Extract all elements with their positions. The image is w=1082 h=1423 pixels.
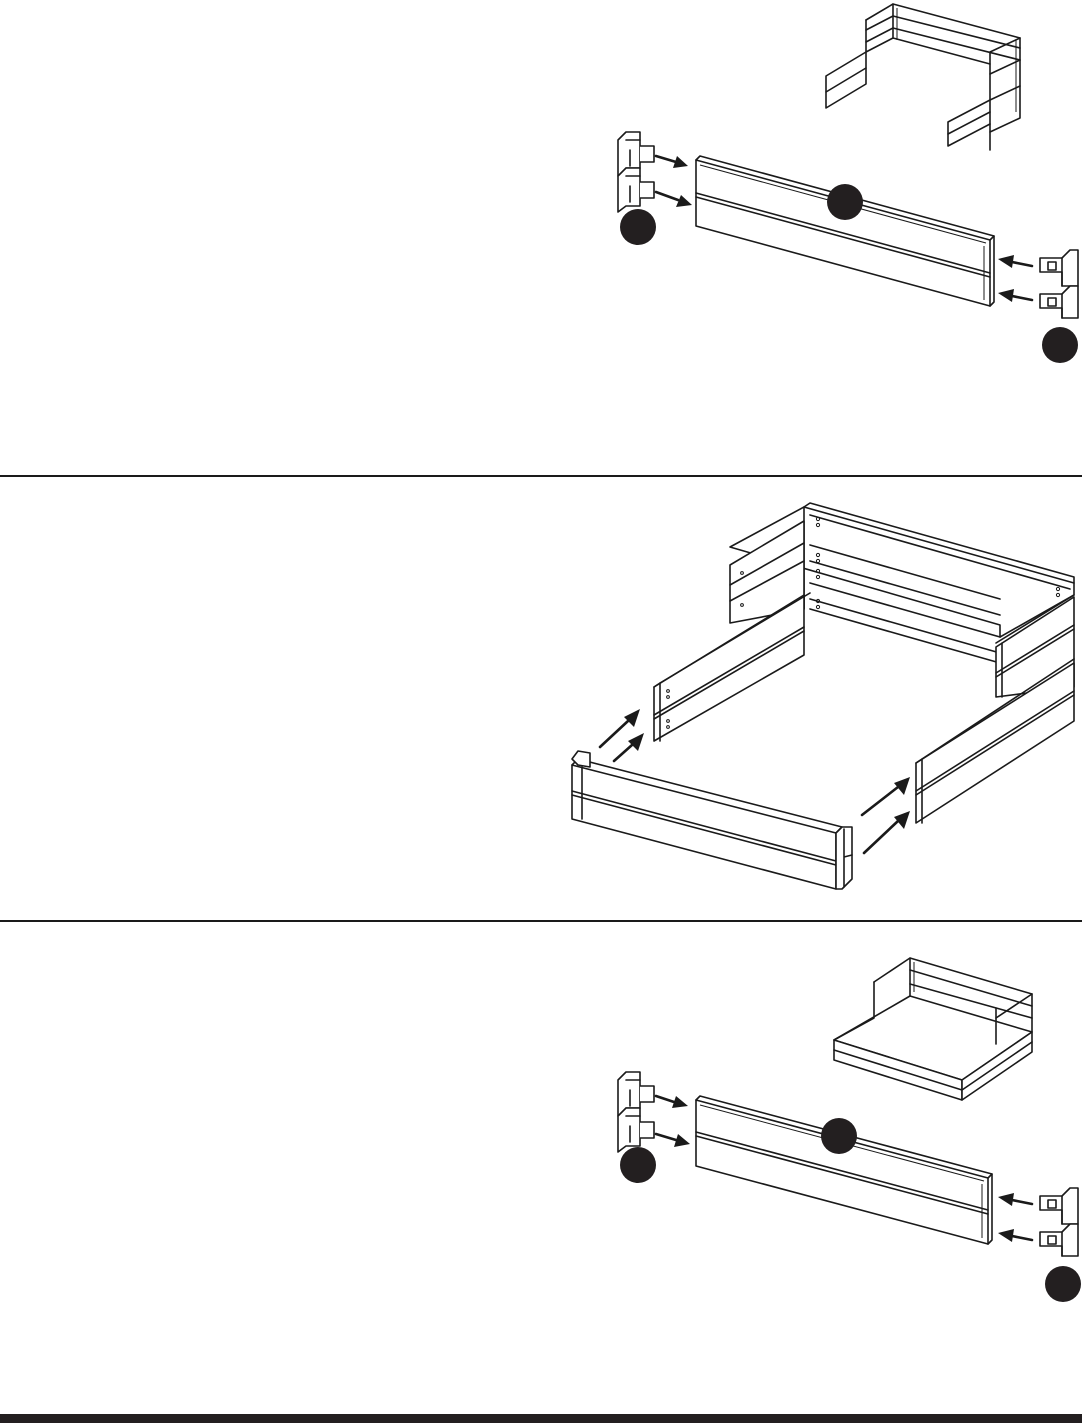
- board-panel-icon: [696, 156, 994, 306]
- finished-bed-preview-icon: [834, 958, 1032, 1100]
- corner-bracket-left-icon: [618, 132, 654, 212]
- corner-bracket-left-icon: [618, 1072, 654, 1152]
- frame-preview-icon: [826, 4, 1020, 150]
- corner-bracket-right-icon: [1040, 250, 1078, 318]
- arrow-icon: [656, 156, 692, 207]
- arrow-icon: [998, 255, 1032, 302]
- callout-board-icon: [827, 184, 863, 220]
- step-3-section: [0, 922, 1082, 1410]
- callout-left-bracket-icon: [620, 209, 656, 245]
- step-1-diagram: [0, 0, 1082, 475]
- arrow-icon: [998, 1193, 1032, 1242]
- callout-right-bracket-icon: [1045, 1266, 1081, 1302]
- footer-bar: [0, 1414, 1082, 1423]
- callout-right-bracket-icon: [1042, 327, 1078, 363]
- step-2-diagram: [0, 477, 1082, 920]
- callout-board-icon: [821, 1118, 857, 1154]
- corner-bracket-right-icon: [1040, 1188, 1078, 1256]
- board-panel-icon: [696, 1096, 992, 1244]
- step-1-section: [0, 0, 1082, 475]
- step-3-diagram: [0, 922, 1082, 1410]
- step-2-section: [0, 477, 1082, 920]
- callout-left-bracket-icon: [620, 1147, 656, 1183]
- arrow-icon: [656, 1096, 690, 1147]
- front-board-assembly-icon: [572, 751, 852, 889]
- partial-frame-icon: [654, 503, 1074, 823]
